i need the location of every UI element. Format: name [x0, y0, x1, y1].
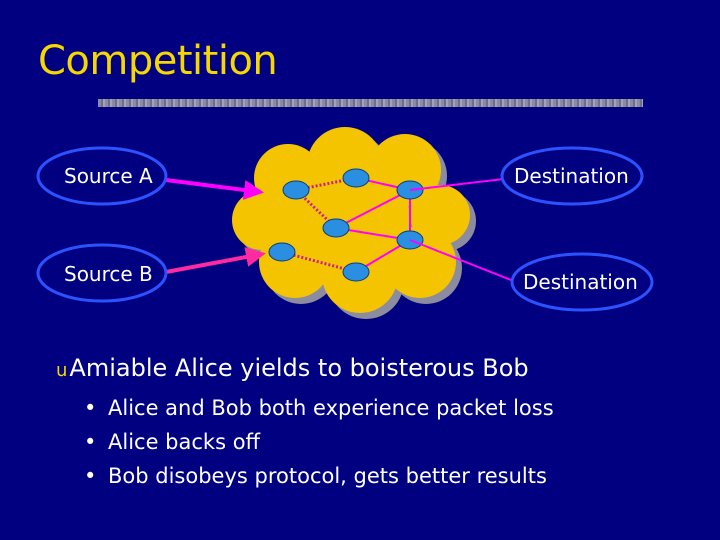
router-node-icon: [268, 242, 296, 262]
destination-2-node: Destination: [510, 252, 654, 312]
source-a-label: Source A: [64, 164, 153, 188]
source-a-node: Source A: [36, 146, 168, 206]
sub-bullet-text: Alice and Bob both experience packet los…: [108, 396, 554, 420]
bullet-mark: u: [56, 360, 68, 381]
routers: [268, 168, 424, 282]
router-node-icon: [342, 262, 370, 282]
bullet-dot: •: [84, 396, 97, 420]
link-to-destination-2: [409, 239, 517, 283]
router-node-icon: [322, 218, 350, 238]
arrow-source-a: [165, 178, 264, 200]
sub-bullet-text: Bob disobeys protocol, gets better resul…: [108, 464, 547, 488]
source-b-node: Source B: [36, 243, 168, 303]
main-bullet-text: Amiable Alice yields to boisterous Bob: [69, 354, 529, 382]
list-item: • Bob disobeys protocol, gets better resu…: [84, 461, 554, 495]
link-solid: [335, 189, 411, 229]
source-b-label: Source B: [64, 262, 153, 286]
bullet-dot: •: [84, 430, 97, 454]
router-node-icon: [282, 180, 310, 200]
link-to-destination-1: [409, 177, 513, 191]
title-divider: [98, 99, 643, 107]
sub-bullet-list: • Alice and Bob both experience packet lo…: [84, 393, 554, 495]
destination-2-label: Destination: [523, 270, 638, 294]
router-node-icon: [342, 168, 370, 188]
sub-bullet-text: Alice backs off: [108, 430, 261, 454]
bullet-dot: •: [84, 464, 97, 488]
destination-1-label: Destination: [514, 164, 629, 188]
main-bullet: uAmiable Alice yields to boisterous Bob: [56, 354, 529, 382]
slide-title: Competition: [38, 38, 278, 84]
destination-1-node: Destination: [500, 146, 644, 206]
list-item: • Alice backs off: [84, 427, 554, 461]
list-item: • Alice and Bob both experience packet lo…: [84, 393, 554, 427]
arrow-source-b: [165, 247, 266, 274]
